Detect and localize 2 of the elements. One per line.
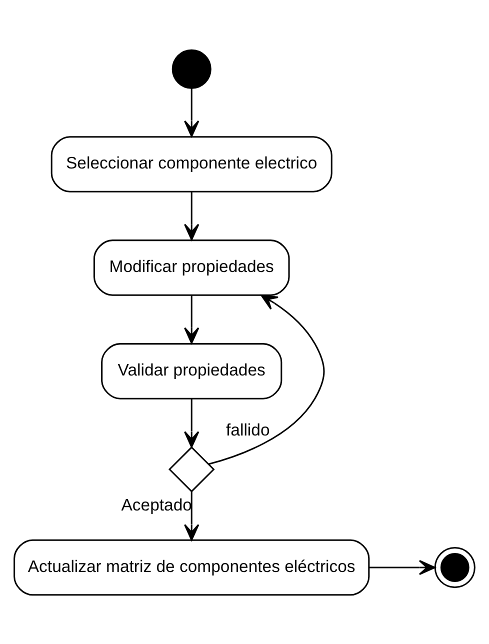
edge-label: fallido xyxy=(226,420,270,440)
edge-label: Aceptado xyxy=(121,494,192,514)
